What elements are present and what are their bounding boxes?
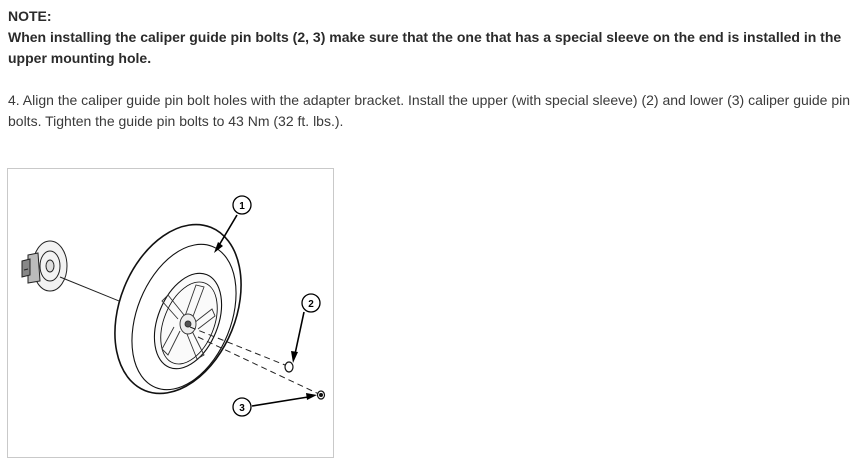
callout-1: 1 bbox=[214, 195, 252, 253]
callout-3: 3 bbox=[232, 393, 317, 417]
upper-guide-pin-bolt bbox=[284, 361, 294, 373]
note-body: When installing the caliper guide pin bo… bbox=[8, 29, 842, 66]
wheel-spokes bbox=[161, 284, 216, 360]
step-4-instruction: 4. Align the caliper guide pin bolt hole… bbox=[8, 90, 868, 132]
wheel-tire bbox=[114, 223, 242, 395]
bolt-guide-lines bbox=[189, 326, 322, 396]
step-4-line-2: bolts. Tighten the guide pin bolts to 43… bbox=[8, 113, 344, 129]
wheel-illustration: 1 2 3 bbox=[21, 195, 326, 417]
callout-2: 2 bbox=[291, 293, 321, 363]
step-4-line-1: 4. Align the caliper guide pin bolt hole… bbox=[8, 92, 851, 108]
wheel-caliper-figure: 1 2 3 bbox=[7, 168, 334, 458]
callout-1-label: 1 bbox=[239, 201, 245, 212]
callout-3-label: 3 bbox=[239, 403, 245, 414]
note-heading: NOTE: bbox=[8, 8, 52, 24]
callout-2-label: 2 bbox=[308, 299, 314, 310]
lower-guide-pin-bolt bbox=[316, 390, 326, 400]
brake-rotor-assembly bbox=[21, 240, 68, 292]
